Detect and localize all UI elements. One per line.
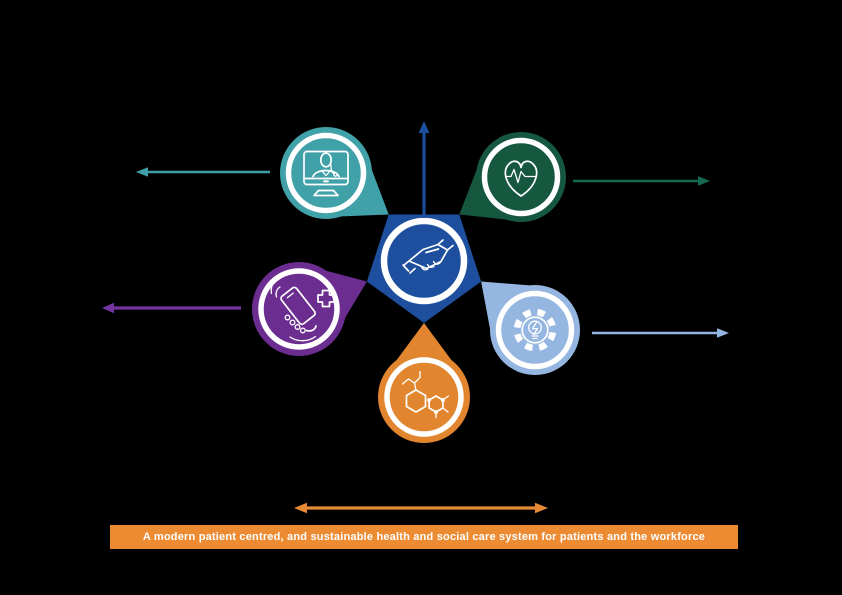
node-mobile-health-ring — [258, 268, 340, 350]
node-medicines — [378, 351, 470, 443]
handshake-icon — [402, 239, 454, 274]
mobile-health-arrow — [102, 302, 241, 314]
banner-text: A modern patient centred, and sustainabl… — [142, 531, 706, 543]
node-mobile-health — [252, 262, 346, 356]
center-ring — [380, 217, 468, 305]
telehealth-arrow — [136, 167, 270, 177]
center-pentagon — [366, 214, 482, 323]
node-innovation-ring — [495, 290, 575, 370]
node-innovation — [490, 285, 580, 375]
node-heart-health — [476, 132, 566, 222]
center-up-arrow — [418, 121, 430, 218]
node-heart-health-ring — [481, 137, 561, 217]
doctor-monitor-icon — [303, 150, 349, 197]
heart-pulse-icon — [504, 160, 538, 197]
hand-phone-medical-icon — [270, 278, 335, 342]
node-telehealth — [280, 127, 372, 219]
innovation-arrow — [592, 328, 729, 338]
gear-lightbulb-icon — [513, 308, 557, 352]
banner: A modern patient centred, and sustainabl… — [110, 525, 738, 549]
heart-health-arrow — [573, 176, 710, 186]
node-telehealth-ring — [285, 132, 367, 214]
node-medicines-ring — [384, 357, 464, 437]
medicines-double-arrow — [294, 502, 548, 514]
molecule-icon — [401, 370, 450, 419]
